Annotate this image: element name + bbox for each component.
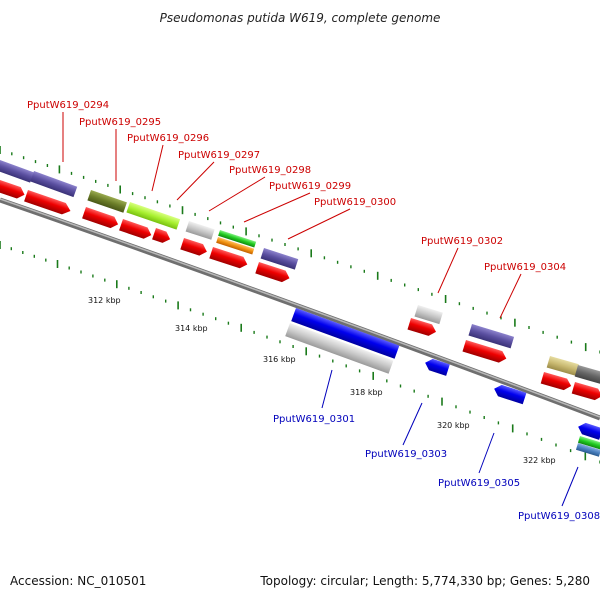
gene-block-0295-track[interactable] xyxy=(87,190,127,213)
reverse-gene-labels: PputW619_0301 PputW619_0303 PputW619_030… xyxy=(273,414,600,522)
gene-block-0296-track[interactable] xyxy=(126,202,181,230)
leader-lines xyxy=(62,112,579,507)
topology-summary: Topology: circular; Length: 5,774,330 bp… xyxy=(259,574,590,588)
gene-block-0301-track-b[interactable] xyxy=(285,323,394,374)
gene-label-reverse[interactable]: PputW619_0301 xyxy=(273,414,355,425)
kbp-label: 322 kbp xyxy=(523,456,556,465)
gene-label-forward[interactable]: PputW619_0300 xyxy=(314,197,396,208)
kbp-label: 318 kbp xyxy=(350,388,383,397)
gene-label-forward[interactable]: PputW619_0296 xyxy=(127,133,209,144)
forward-arrow-0298[interactable] xyxy=(209,247,249,270)
reverse-arrow-0303[interactable] xyxy=(423,357,450,376)
gene-block-0308-track-b[interactable] xyxy=(575,443,600,457)
gene-block-0298-track[interactable] xyxy=(218,230,257,248)
kbp-label: 316 kbp xyxy=(263,355,296,364)
accession-text: Accession: NC_010501 xyxy=(10,574,146,588)
gene-block-0304-track[interactable] xyxy=(468,324,515,349)
kbp-label: 314 kbp xyxy=(175,324,208,333)
forward-arrow-0297[interactable] xyxy=(180,238,208,257)
gene-block-0307-track[interactable] xyxy=(574,365,600,385)
gene-block-0300-track[interactable] xyxy=(260,248,299,270)
tick-marks xyxy=(0,146,600,464)
forward-arrow-0300[interactable] xyxy=(255,262,291,284)
gene-block-0297-track[interactable] xyxy=(185,221,215,240)
map-title: Pseudomonas putida W619, complete genome xyxy=(160,11,441,25)
forward-arrow-0306[interactable] xyxy=(540,372,573,392)
gene-label-reverse[interactable]: PputW619_0305 xyxy=(438,478,520,489)
forward-arrow-0302[interactable] xyxy=(407,318,437,338)
forward-arrow-0294[interactable] xyxy=(24,190,72,217)
forward-arrow-0296a[interactable] xyxy=(119,219,153,241)
gene-block-0308-track-a[interactable] xyxy=(577,436,600,450)
gene-label-forward[interactable]: PputW619_0302 xyxy=(421,236,503,247)
gene-label-forward[interactable]: PputW619_0295 xyxy=(79,117,161,128)
forward-arrow-0295[interactable] xyxy=(82,207,120,230)
kbp-labels: 312 kbp 314 kbp 316 kbp 318 kbp 320 kbp … xyxy=(88,296,556,465)
reverse-arrow-0308[interactable] xyxy=(576,421,600,440)
forward-gene-labels: PputW619_0294 PputW619_0295 PputW619_029… xyxy=(27,100,566,273)
gene-block-0294-track[interactable] xyxy=(30,171,78,198)
gene-label-forward[interactable]: PputW619_0294 xyxy=(27,100,109,111)
reverse-arrow-0305[interactable] xyxy=(492,383,527,405)
gene-block-0306-track[interactable] xyxy=(546,356,579,376)
gene-label-forward[interactable]: PputW619_0297 xyxy=(178,150,260,161)
gene-block-0293-track[interactable] xyxy=(0,160,34,183)
gene-label-reverse[interactable]: PputW619_0308 xyxy=(518,511,600,522)
kbp-label: 312 kbp xyxy=(88,296,121,305)
gene-blocks xyxy=(0,160,600,457)
genome-backbone xyxy=(0,197,600,421)
kbp-label: 320 kbp xyxy=(437,421,470,430)
gene-block-0301-track[interactable] xyxy=(291,308,400,359)
gene-label-reverse[interactable]: PputW619_0303 xyxy=(365,449,447,460)
forward-arrow-0304[interactable] xyxy=(462,340,508,364)
gene-label-forward[interactable]: PputW619_0304 xyxy=(484,262,566,273)
gene-label-forward[interactable]: PputW619_0299 xyxy=(269,181,351,192)
forward-arrow-0307[interactable] xyxy=(571,382,600,402)
forward-arrow-0293[interactable] xyxy=(0,180,26,200)
gene-block-0299-track[interactable] xyxy=(216,237,255,255)
forward-arrow-0296b[interactable] xyxy=(152,228,172,245)
gene-block-0302-track[interactable] xyxy=(414,305,443,325)
gene-label-forward[interactable]: PputW619_0298 xyxy=(229,165,311,176)
genome-backbone-highlight xyxy=(0,198,600,418)
